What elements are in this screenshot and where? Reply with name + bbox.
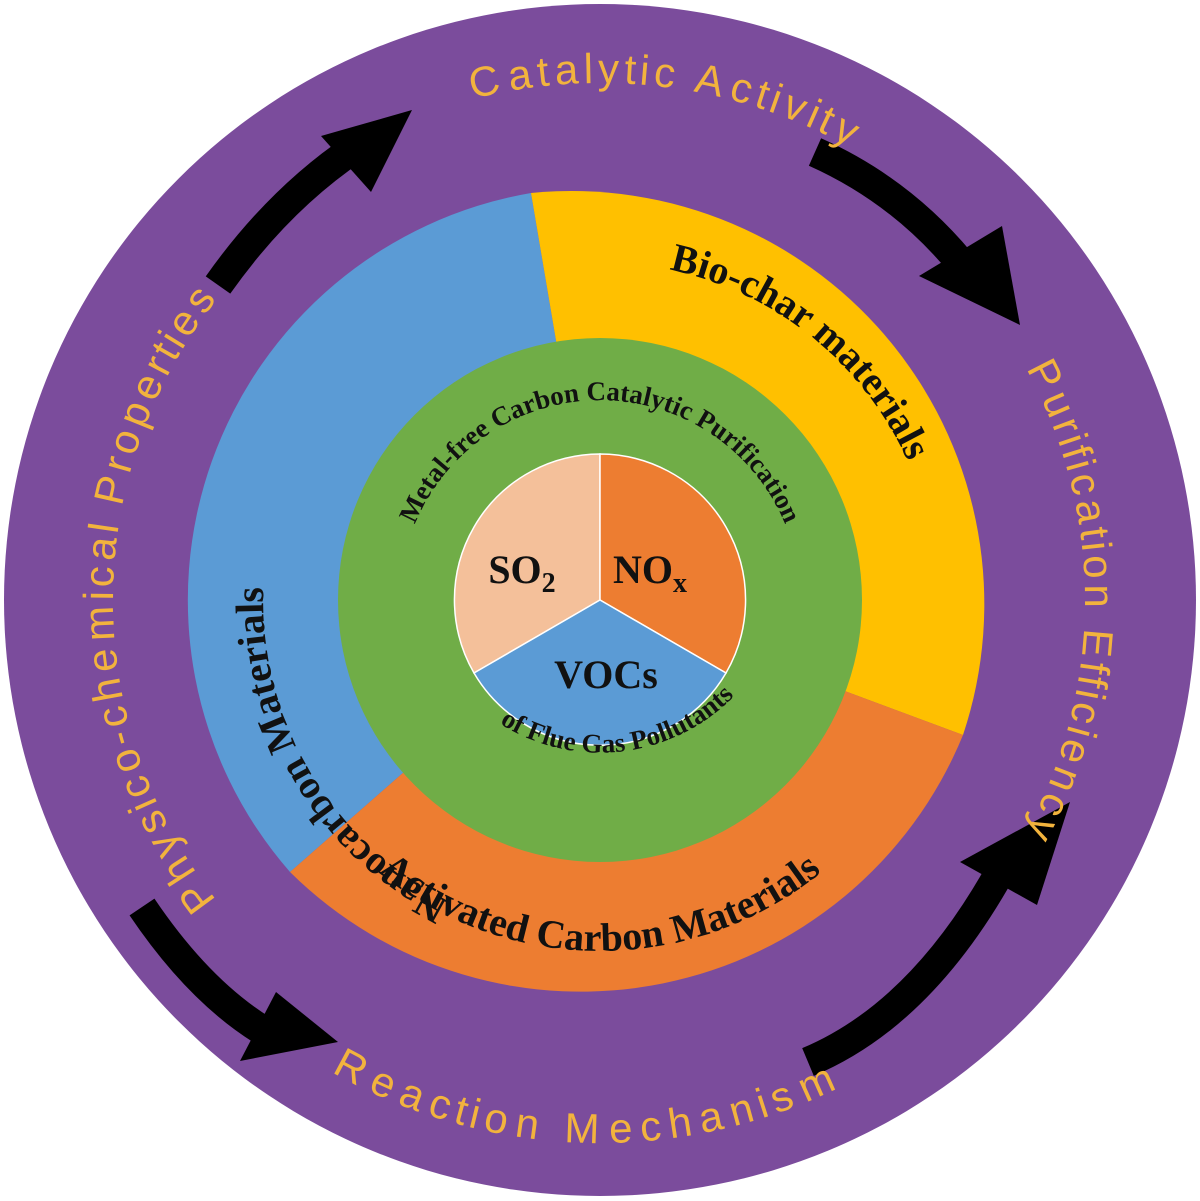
vocs-label: VOCs (554, 652, 658, 697)
arrow-left-to-top-head (321, 110, 412, 192)
nox-label: NOx (613, 547, 687, 599)
arrow-left-to-bottom (129, 898, 271, 1043)
so2-slice (453, 453, 601, 675)
arrow-top-to-right-head (919, 226, 1020, 325)
so2-label: SO2 (488, 547, 555, 599)
nox-slice (599, 453, 747, 675)
arrow-bottom-to-right-head (960, 802, 1070, 905)
arrow-top-to-right (808, 138, 972, 272)
vocs-slice (472, 599, 728, 746)
arrow-left-to-bottom-head (240, 992, 338, 1061)
arrow-left-to-top (205, 135, 364, 294)
cycle-arrow-icon (129, 110, 1070, 1076)
arrow-bottom-to-right (802, 864, 1014, 1076)
